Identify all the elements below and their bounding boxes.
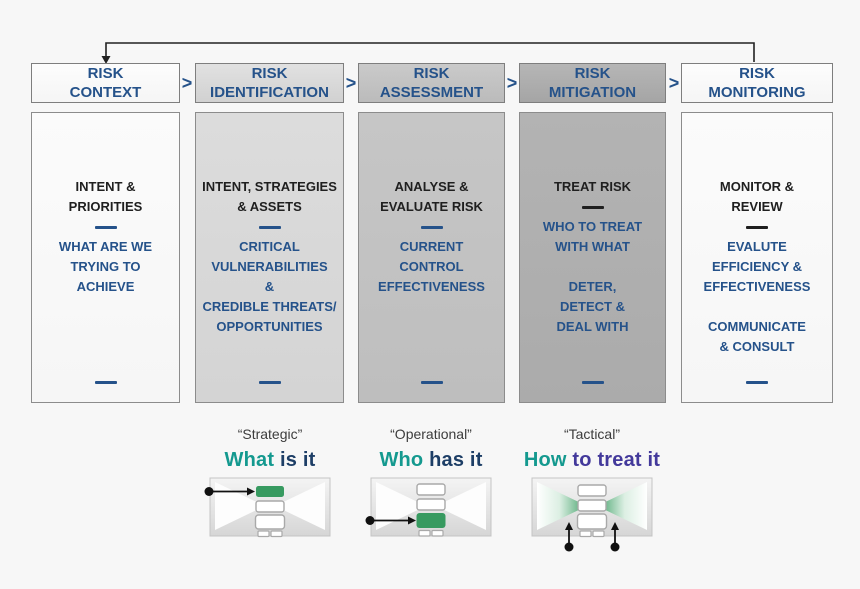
- level-title-keyword: How: [523, 449, 567, 471]
- monitoring-extra-text: COMMUNICATE & CONSULT: [708, 319, 806, 354]
- divider-dash: [258, 226, 281, 229]
- level-quote-label: “Strategic”: [237, 426, 303, 442]
- level-title: Who has it: [379, 449, 482, 472]
- divider-dash: [420, 381, 443, 384]
- level-title-keyword: What: [224, 449, 275, 471]
- context-topic-text: INTENT & PRIORITIES: [68, 179, 143, 214]
- monitoring-topic-text: MONITOR & REVIEW: [719, 179, 795, 214]
- header-risk-mitigation: RISK MITIGATION: [519, 63, 666, 103]
- monitoring-detail-text: EVALUTE EFFICIENCY & EFFECTIVENESS: [703, 239, 811, 294]
- level-title-rest: is it: [274, 449, 316, 471]
- column-risk-identification: INTENT, STRATEGIES & ASSETS CRITICAL VUL…: [195, 112, 344, 403]
- divider-dash: [746, 226, 768, 229]
- level-title: What is it: [225, 449, 316, 472]
- level-operational: “Operational” Who has it: [341, 426, 521, 555]
- assessment-detail-text: CURRENT CONTROL EFFECTIVENESS: [378, 239, 485, 294]
- column-risk-context: INTENT & PRIORITIES WHAT ARE WE TRYING T…: [31, 112, 180, 403]
- identification-topic-text: INTENT, STRATEGIES & ASSETS: [202, 179, 337, 214]
- level-title: How to treat it: [524, 449, 660, 472]
- divider-dash: [420, 226, 443, 229]
- level-tactical: “Tactical” How to treat it: [502, 426, 682, 555]
- assessment-topic-text: ANALYSE & EVALUATE RISK: [380, 179, 483, 214]
- level-quote-label: “Tactical”: [563, 426, 620, 442]
- column-risk-mitigation: TREAT RISK WHO TO TREAT WITH WHAT DETER,…: [519, 112, 666, 403]
- header-risk-identification: RISK IDENTIFICATION: [195, 63, 344, 103]
- chevron-separator-icon: >: [181, 72, 193, 93]
- column-risk-assessment: ANALYSE & EVALUATE RISK CURRENT CONTROL …: [358, 112, 505, 403]
- level-title-keyword: Who: [379, 449, 424, 471]
- bowtie-diagram-what-icon: [204, 477, 331, 538]
- column-risk-monitoring: MONITOR & REVIEW EVALUTE EFFICIENCY & EF…: [681, 112, 833, 403]
- header-risk-assessment: RISK ASSESSMENT: [358, 63, 505, 103]
- divider-dash: [581, 206, 604, 209]
- divider-dash: [94, 381, 117, 384]
- level-strategic: “Strategic” What is it: [180, 426, 360, 555]
- mitigation-detail-text: WHO TO TREAT WITH WHAT: [542, 219, 643, 254]
- chevron-separator-icon: >: [345, 72, 357, 93]
- level-quote-label: “Operational”: [390, 426, 472, 442]
- level-title-rest: to treat it: [566, 449, 661, 471]
- divider-dash: [581, 381, 604, 384]
- context-detail-text: WHAT ARE WE TRYING TO ACHIEVE: [58, 239, 153, 294]
- header-risk-monitoring: RISK MONITORING: [681, 63, 833, 103]
- mitigation-extra-text: DETER, DETECT & DEAL WITH: [556, 279, 629, 334]
- identification-detail-text: CRITICAL VULNERABILITIES & CREDIBLE THRE…: [202, 239, 337, 334]
- mitigation-topic-text: TREAT RISK: [553, 179, 632, 194]
- level-title-rest: has it: [423, 449, 483, 471]
- divider-dash: [94, 226, 117, 229]
- header-risk-context: RISK CONTEXT: [31, 63, 180, 103]
- chevron-separator-icon: >: [668, 72, 680, 93]
- bowtie-diagram-treat-icon: [531, 477, 653, 552]
- bowtie-diagram-who-icon: [365, 477, 492, 537]
- chevron-separator-icon: >: [506, 72, 518, 93]
- divider-dash: [258, 381, 281, 384]
- divider-dash: [746, 381, 768, 384]
